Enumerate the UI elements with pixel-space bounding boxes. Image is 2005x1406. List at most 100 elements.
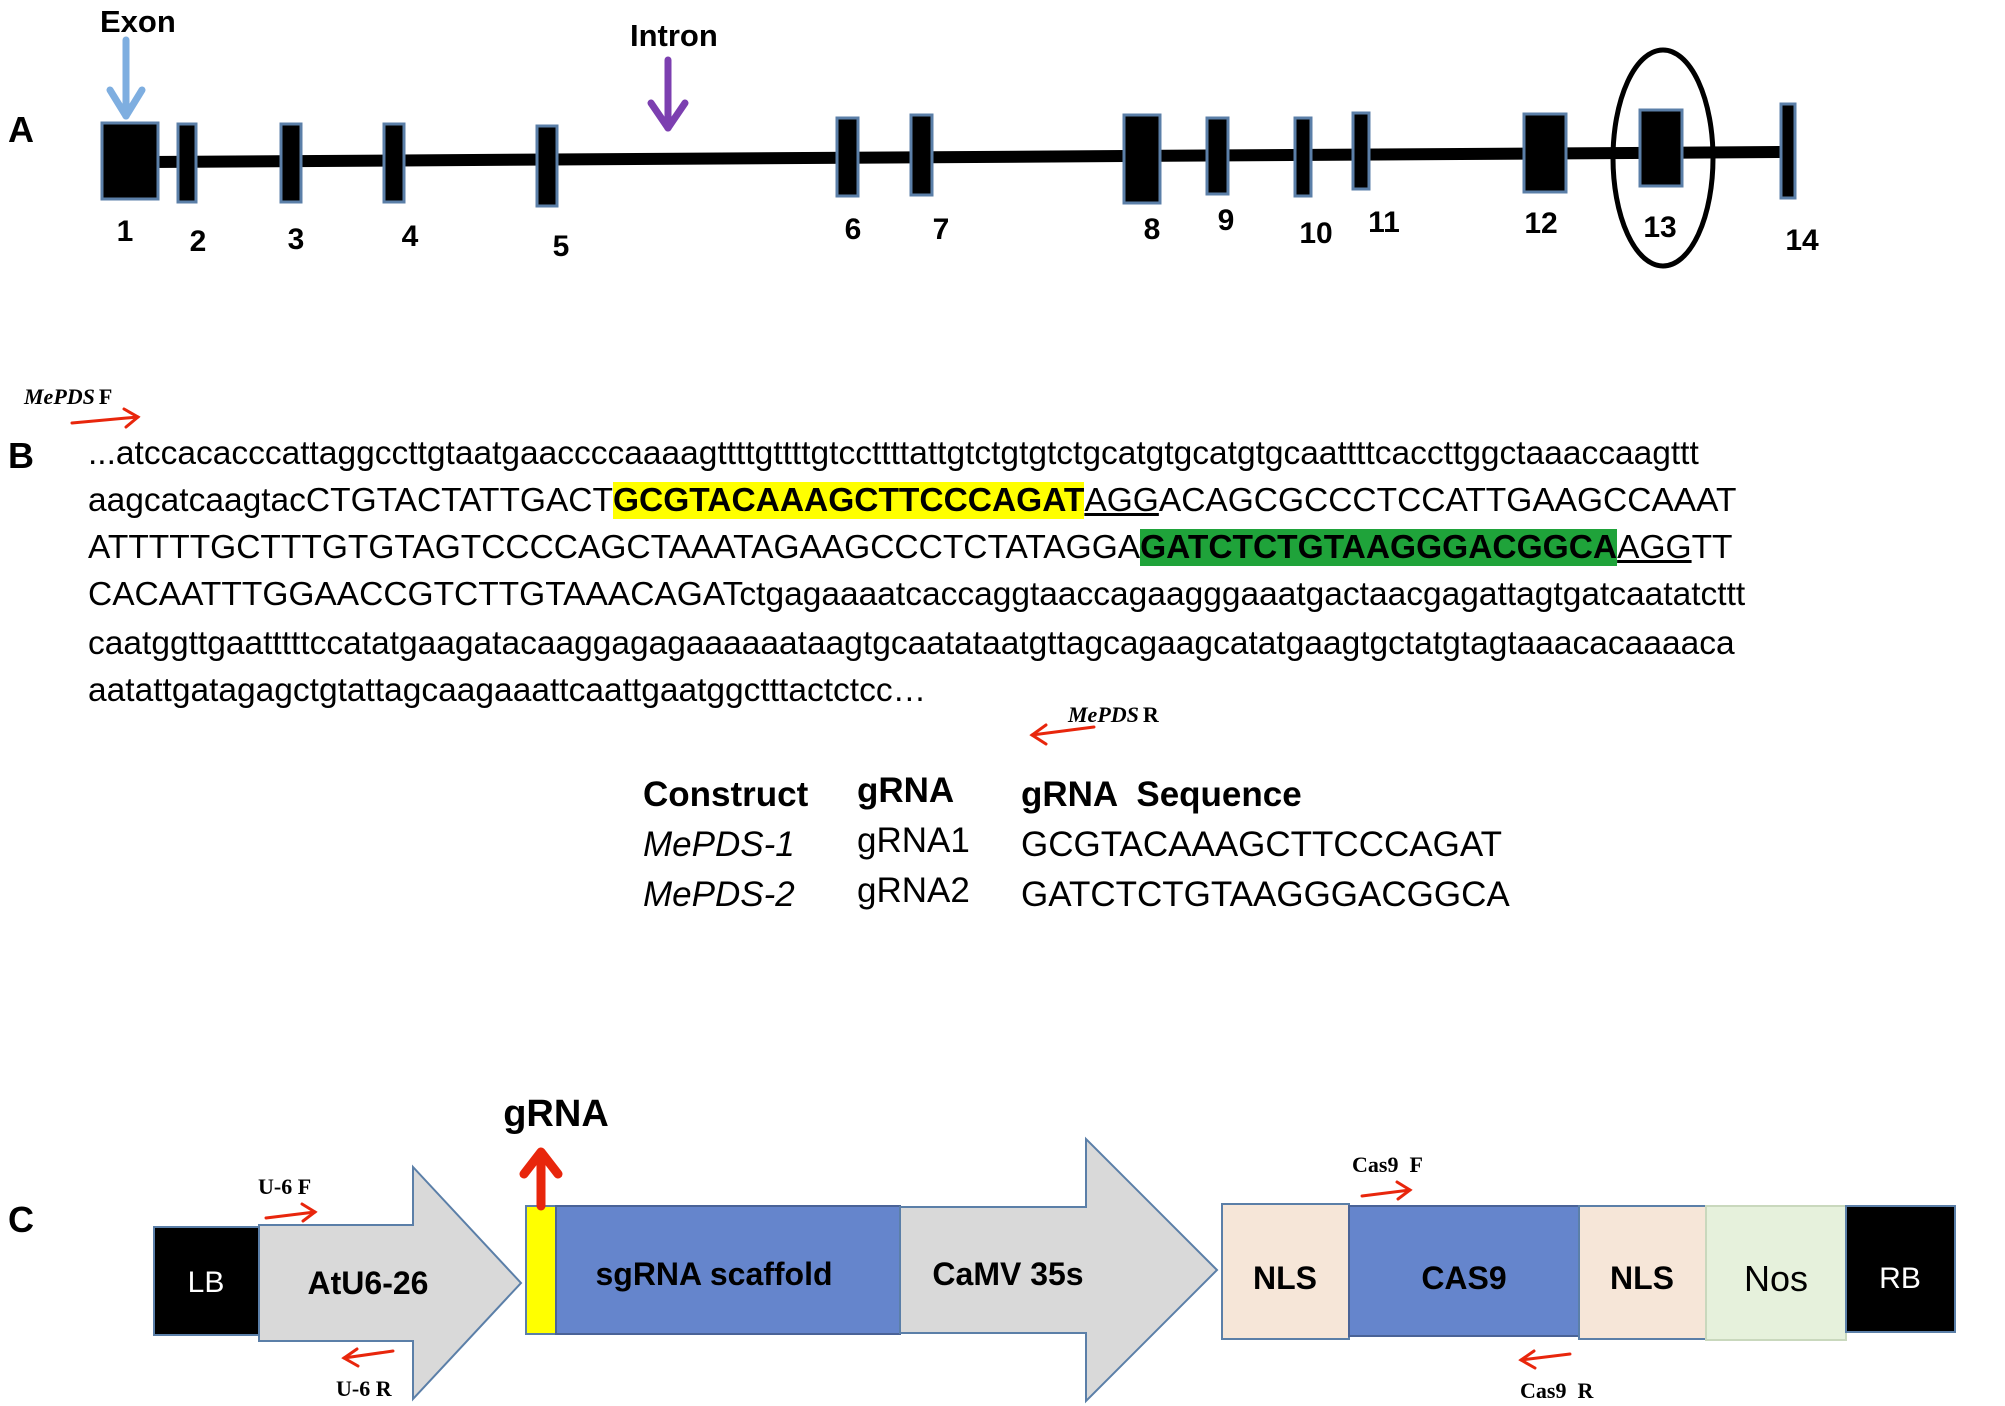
sequence-text: TT: [1691, 529, 1733, 566]
grna-insert-arrow: [519, 1147, 563, 1211]
gene-backbone: [149, 146, 1787, 168]
table-row-2-sequence: GATCTCTGTAAGGGACGGCA: [1021, 875, 1510, 914]
exon-6: [835, 116, 860, 198]
table-row-1-construct: MePDS-1: [643, 825, 795, 864]
sequence-text: caatggttgaatttttccatatgaagatacaaggagagaa…: [88, 625, 1735, 662]
exon-10: [1293, 116, 1313, 198]
sgrna-scaffold-label: sgRNA scaffold: [595, 1256, 832, 1292]
sequence-text: aatattgatagagctgtattagcaagaaattcaattgaat…: [88, 672, 927, 709]
panel-a-label: A: [8, 109, 34, 150]
cas9-r-primer-label: Cas9 R: [1520, 1378, 1594, 1403]
nos-label: Nos: [1744, 1258, 1808, 1299]
sequence-line-4: CACAATTTGGAACCGTCTTGTAAACAGATctgagaaaatc…: [88, 575, 1745, 615]
exon-number-5: 5: [553, 230, 570, 263]
exon-number-12: 12: [1524, 207, 1557, 240]
intron-callout-label: Intron: [630, 18, 718, 53]
exon-5: [535, 124, 559, 208]
primer-r-arrow: [1029, 723, 1096, 746]
atu6-label: AtU6-26: [308, 1265, 429, 1301]
table-row-2-grna: gRNA2: [857, 871, 970, 910]
u6-f-primer-label: U-6 F: [258, 1174, 311, 1199]
cas9-label: CAS9: [1421, 1260, 1506, 1296]
atu6-promoter-arrow: [258, 1164, 523, 1402]
exon-number-13: 13: [1643, 211, 1676, 244]
u6-r-primer-arrow: [341, 1347, 395, 1368]
exon-number-8: 8: [1144, 213, 1161, 246]
u6-f-primer-arrow: [264, 1202, 318, 1223]
exon-1: [100, 121, 160, 201]
rb-label: RB: [1879, 1262, 1921, 1295]
cas9-r-primer-arrow: [1518, 1349, 1572, 1370]
nls-box-2: [1578, 1205, 1707, 1340]
exon-callout-arrow: [106, 36, 146, 120]
table-row-1-sequence: GCGTACAAAGCTTCCCAGAT: [1021, 825, 1502, 864]
sequence-line-5: caatggttgaatttttccatatgaagatacaaggagagaa…: [88, 624, 1735, 664]
cas9-f-primer-arrow: [1360, 1180, 1413, 1201]
sgrna-scaffold-box: [555, 1205, 901, 1335]
cas9-f-primer-label: Cas9 F: [1352, 1152, 1423, 1177]
sequence-text: ACAGCGCCCTCCATTGAAGCCAAAT: [1158, 482, 1737, 519]
exon-13: [1638, 108, 1684, 188]
exon-boxes: [100, 102, 1797, 208]
exon-7: [909, 113, 934, 197]
sequence-text: ATTTTTGCTTTGTGTAGTCCCCAGCTAAATAGAAGCCCTC…: [88, 529, 1141, 566]
exon-4: [382, 122, 406, 204]
exon-number-1: 1: [117, 215, 134, 248]
intron-callout-arrow: [647, 56, 689, 132]
exon-13-highlight-ring: [1610, 47, 1716, 269]
lb-label: LB: [188, 1266, 225, 1299]
sequence-text: CACAATTTGGAACCGTCTTGTAAACAGATctgagaaaatc…: [88, 576, 1746, 613]
grna-slot: [525, 1205, 557, 1335]
exon-number-6: 6: [845, 213, 862, 246]
exon-number-2: 2: [190, 225, 207, 258]
camv-35s-promoter-arrow: [899, 1136, 1219, 1404]
grna1-target-highlight: GCGTACAAAGCTTCCCAGAT: [612, 482, 1085, 519]
sequence-line-1: ...atccacacccattaggccttgtaatgaaccccaaaag…: [88, 434, 1699, 474]
sequence-line-2: aagcatcaagtacCTGTACTATTGACTGCGTACAAAGCTT…: [88, 481, 1736, 521]
table-row-1-grna: gRNA1: [857, 821, 970, 860]
pam-site: AGG: [1084, 482, 1159, 519]
panel-a: A 1 2 3 4 5 6 7: [8, 4, 1819, 269]
exon-9: [1205, 116, 1230, 196]
exon-number-9: 9: [1218, 204, 1235, 237]
sequence-text: ...atccacacccattaggccttgtaatgaaccccaaaag…: [88, 435, 1699, 472]
u6-r-primer-label: U-6 R: [336, 1376, 393, 1401]
lb-box: [153, 1226, 260, 1336]
sequence-line-3: ATTTTTGCTTTGTGTAGTCCCCAGCTAAATAGAAGCCCTC…: [88, 528, 1733, 568]
nls-box-1: [1221, 1203, 1350, 1340]
exon-14: [1779, 102, 1797, 200]
table-header-grna: gRNA: [857, 771, 955, 810]
exon-number-4: 4: [402, 220, 419, 253]
nls-label-1: NLS: [1253, 1260, 1317, 1296]
exon-8: [1122, 113, 1162, 205]
exon-number-3: 3: [288, 223, 305, 256]
panel-c-label: C: [8, 1199, 34, 1240]
pam-site: AGG: [1617, 529, 1692, 566]
exon-number-10: 10: [1299, 217, 1332, 250]
grna-insert-label: gRNA: [503, 1093, 609, 1135]
exon-3: [279, 122, 303, 204]
cas9-box: [1348, 1205, 1580, 1337]
sequence-line-6: aatattgatagagctgtattagcaagaaattcaattgaat…: [88, 671, 926, 711]
grna2-target-highlight: GATCTCTGTAAGGGACGGCA: [1140, 529, 1618, 566]
table-row-2-construct: MePDS-2: [643, 875, 795, 914]
exon-number-14: 14: [1785, 224, 1819, 257]
table-header-construct: Construct: [643, 775, 809, 814]
camv-35s-label: CaMV 35s: [932, 1256, 1083, 1292]
nls-label-2: NLS: [1610, 1260, 1674, 1296]
exon-2: [176, 122, 198, 204]
nos-terminator-box: [1705, 1205, 1847, 1341]
primer-f-arrow: [70, 407, 141, 429]
table-header-sequence: gRNA Sequence: [1021, 775, 1302, 814]
panel-b-label: B: [8, 435, 34, 476]
exon-11: [1351, 111, 1371, 191]
exon-12: [1522, 112, 1568, 194]
panel-c: C LB AtU6-26 sgRNA scaffold CaMV 35s NLS…: [8, 1093, 1956, 1404]
rb-box: [1845, 1205, 1956, 1333]
exon-callout-label: Exon: [100, 4, 176, 39]
sequence-text: aagcatcaagtacCTGTACTATTGACT: [88, 482, 613, 519]
